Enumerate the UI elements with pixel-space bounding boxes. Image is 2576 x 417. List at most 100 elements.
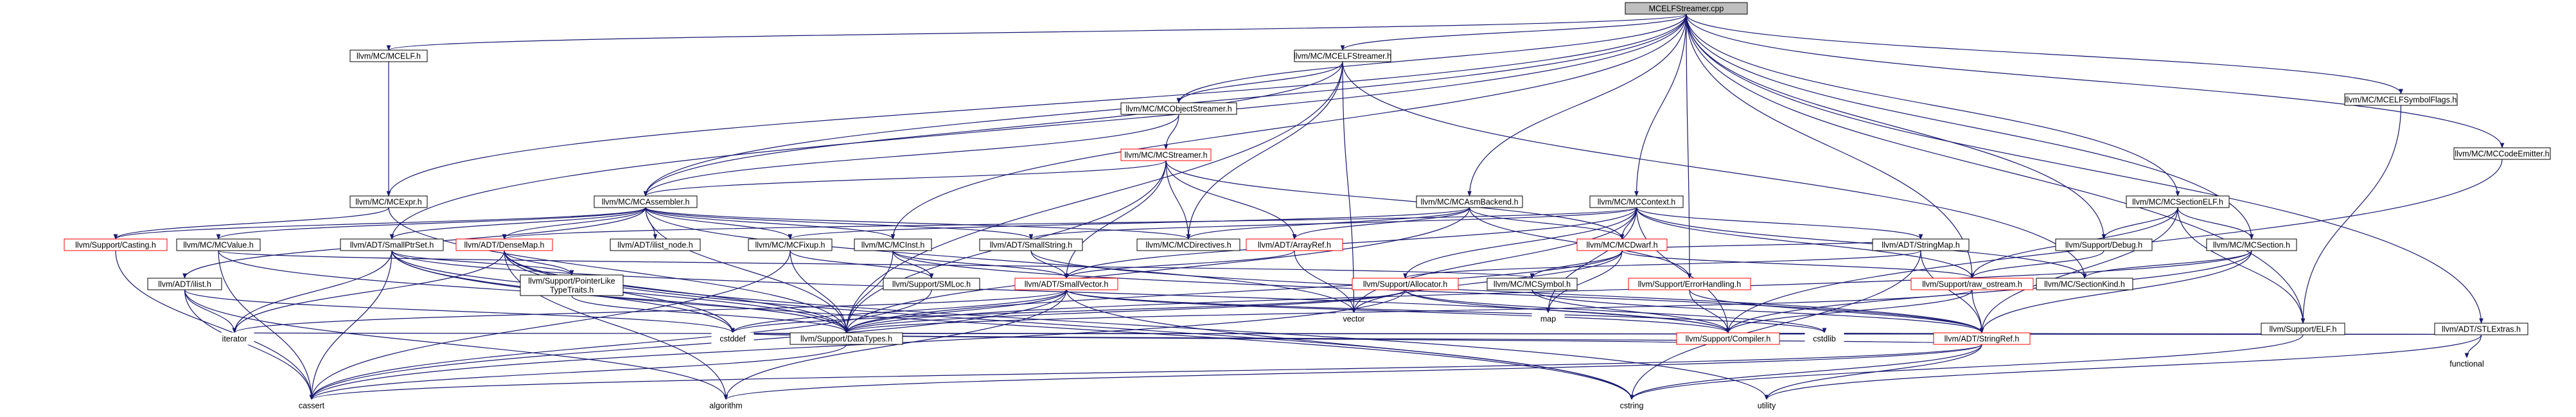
node-iterator[interactable]: iterator	[215, 332, 254, 345]
edge-llvm-mc-mcasmbackend-h-to-llvm-mc-mcfixup-h	[788, 207, 1470, 240]
edge-llvm-mc-mcdwarf-h-to-map	[1546, 250, 1623, 314]
node-label: llvm/ADT/SmallPtrSet.h	[350, 241, 434, 250]
node-label: llvm/ADT/ilist.h	[158, 280, 211, 289]
node-llvm-mc-mcvalue-h[interactable]: llvm/MC/MCValue.h	[176, 238, 261, 251]
node-llvm-support-smloc-h[interactable]: llvm/Support/SMLoc.h	[883, 278, 980, 290]
edge-llvm-mc-mcsymbol-h-to-llvm-support-compiler-h	[1531, 289, 1731, 333]
edge-mcelfstreamer-cpp-to-llvm-support-errorhandling-h	[1686, 13, 1692, 279]
node-llvm-mc-mcasmbackend-h[interactable]: llvm/MC/MCAsmBackend.h	[1416, 195, 1523, 208]
edge-llvm-mc-mccontext-h-to-llvm-adt-densemap-h	[502, 207, 1637, 240]
node-llvm-adt-stlextras-h[interactable]: llvm/ADT/STLExtras.h	[2434, 323, 2528, 335]
node-label: llvm/ADT/ilist_node.h	[617, 241, 693, 250]
node-label: llvm/MC/MCInst.h	[861, 241, 925, 250]
node-label: llvm/MC/MCDirectives.h	[1145, 241, 1231, 250]
node-box	[1910, 278, 2034, 290]
node-mcelfstreamer-cpp[interactable]: MCELFStreamer.cpp	[1625, 2, 1748, 15]
edge-llvm-adt-smallvector-h-to-iterator	[232, 289, 1067, 333]
node-box	[1872, 238, 1970, 251]
node-llvm-adt-smallvector-h[interactable]: llvm/ADT/SmallVector.h	[1014, 278, 1118, 290]
node-algorithm[interactable]: algorithm	[703, 399, 749, 412]
node-box	[2344, 93, 2458, 106]
node-box	[2055, 238, 2153, 251]
node-llvm-adt-stringref-h[interactable]: llvm/ADT/StringRef.h	[1933, 332, 2031, 345]
node-label: llvm/MC/MCSection.h	[2213, 241, 2290, 250]
node-llvm-support-debug-h[interactable]: llvm/Support/Debug.h	[2055, 238, 2153, 251]
node-llvm-support-datatypes-h[interactable]: llvm/Support/DataTypes.h	[790, 332, 903, 345]
node-llvm-adt-smallstring-h[interactable]: llvm/ADT/SmallString.h	[979, 238, 1083, 251]
node-llvm-mc-mcsymbol-h[interactable]: llvm/MC/MCSymbol.h	[1486, 278, 1578, 290]
node-box	[1747, 399, 1786, 412]
node-utility[interactable]: utility	[1747, 399, 1786, 412]
node-llvm-mc-mcobjectstreamer-h[interactable]: llvm/MC/MCObjectStreamer.h	[1120, 102, 1237, 115]
node-llvm-adt-ilist-node-h[interactable]: llvm/ADT/ilist_node.h	[610, 238, 701, 251]
edge-llvm-adt-stringref-h-to-cstring	[1629, 344, 1982, 400]
edge-llvm-adt-stlextras-h-to-utility	[1764, 334, 2482, 400]
node-llvm-mc-mcelf-h[interactable]: llvm/MC/MCELF.h	[349, 49, 428, 62]
edge-llvm-adt-stringmap-h-to-cstring	[1629, 250, 1921, 400]
node-llvm-adt-smallptrset-h[interactable]: llvm/ADT/SmallPtrSet.h	[340, 238, 444, 251]
node-llvm-mc-mcfixup-h[interactable]: llvm/MC/MCFixup.h	[748, 238, 833, 251]
node-label: llvm/ADT/StringRef.h	[1945, 335, 2020, 344]
edge-llvm-mc-mcasmbackend-h-to-llvm-adt-arrayref-h	[1292, 207, 1470, 240]
edge-mcelfstreamer-cpp-to-llvm-mc-mccontext-h	[1634, 13, 1687, 197]
node-cstring[interactable]: cstring	[1612, 399, 1652, 412]
node-label: llvm/MC/MCAssembler.h	[602, 198, 690, 207]
node-label: llvm/MC/MCValue.h	[183, 241, 254, 250]
node-cstdlib[interactable]: cstdlib	[1804, 332, 1844, 345]
node-vector[interactable]: vector	[1336, 312, 1372, 325]
edge-llvm-mc-mccontext-h-to-vector	[1352, 207, 1637, 314]
node-functional[interactable]: functional	[2444, 357, 2490, 370]
node-llvm-support-casting-h[interactable]: llvm/Support/Casting.h	[64, 238, 168, 251]
edge-llvm-support-errorhandling-h-to-llvm-support-compiler-h	[1689, 289, 1731, 333]
edge-llvm-mc-mcassembler-h-to-llvm-adt-smallstring-h	[645, 207, 1034, 240]
node-llvm-mc-sectionkind-h[interactable]: llvm/MC/SectionKind.h	[2036, 278, 2133, 290]
node-cstddef[interactable]: cstddef	[711, 332, 754, 345]
node-llvm-support-errorhandling-h[interactable]: llvm/Support/ErrorHandling.h	[1628, 278, 1751, 290]
edge-llvm-mc-mcasmbackend-h-to-llvm-mc-mcdwarf-h	[1469, 207, 1625, 240]
node-llvm-support-compiler-h[interactable]: llvm/Support/Compiler.h	[1676, 332, 1780, 345]
edge-llvm-adt-ilist-h-to-algorithm	[184, 289, 728, 400]
node-map[interactable]: map	[1531, 312, 1565, 325]
node-llvm-mc-mcexpr-h[interactable]: llvm/MC/MCExpr.h	[349, 195, 428, 208]
node-llvm-mc-mcelfstreamer-h[interactable]: llvm/MC/MCELFStreamer.h	[1294, 49, 1391, 62]
edge-mcelfstreamer-cpp-to-llvm-mc-mcelfstreamer-h	[1340, 13, 1687, 51]
node-label: llvm/ADT/STLExtras.h	[2442, 325, 2521, 334]
node-label: llvm/MC/MCStreamer.h	[1124, 151, 1207, 160]
node-box	[1014, 278, 1118, 290]
node-box	[1136, 238, 1240, 251]
node-box	[594, 195, 698, 208]
node-llvm-mc-mccodeemitter-h[interactable]: llvm/MC/MCCodeEmitter.h	[2453, 147, 2551, 160]
node-llvm-support-elf-h[interactable]: llvm/Support/ELF.h	[2261, 323, 2345, 335]
edge-llvm-mc-mcsection-h-to-llvm-support-datatypes-h	[844, 250, 2252, 333]
node-llvm-mc-mcassembler-h[interactable]: llvm/MC/MCAssembler.h	[594, 195, 698, 208]
node-llvm-mc-mcdirectives-h[interactable]: llvm/MC/MCDirectives.h	[1136, 238, 1240, 251]
node-llvm-mc-mcsection-h[interactable]: llvm/MC/MCSection.h	[2206, 238, 2297, 251]
edge-llvm-adt-smallptrset-h-to-cassert	[309, 250, 393, 400]
node-llvm-adt-stringmap-h[interactable]: llvm/ADT/StringMap.h	[1872, 238, 1970, 251]
node-llvm-support-raw-ostream-h[interactable]: llvm/Support/raw_ostream.h	[1910, 278, 2034, 290]
edge-llvm-mc-mccontext-h-to-llvm-adt-smallvector-h	[1064, 207, 1637, 279]
node-llvm-mc-mcsectionelf-h[interactable]: llvm/MC/MCSectionELF.h	[2126, 195, 2230, 208]
edge-llvm-mc-mcasmbackend-h-to-llvm-support-datatypes-h	[844, 207, 1470, 333]
node-llvm-mc-mcdwarf-h[interactable]: llvm/MC/MCDwarf.h	[1576, 238, 1668, 251]
node-label: llvm/Support/raw_ostream.h	[1922, 280, 2022, 289]
edge-llvm-adt-smallvector-h-to-cstring	[1066, 289, 1634, 400]
node-label: llvm/Support/ErrorHandling.h	[1638, 280, 1742, 289]
edge-llvm-mc-mcsectionelf-h-to-llvm-mc-mcsection-h	[2177, 207, 2254, 240]
node-llvm-mc-mcstreamer-h[interactable]: llvm/MC/MCStreamer.h	[1120, 148, 1212, 161]
node-llvm-adt-densemap-h[interactable]: llvm/ADT/DenseMap.h	[455, 238, 553, 251]
node-llvm-adt-arrayref-h[interactable]: llvm/ADT/ArrayRef.h	[1246, 238, 1343, 251]
node-box	[2126, 195, 2230, 208]
node-llvm-mc-mcinst-h[interactable]: llvm/MC/MCInst.h	[854, 238, 932, 251]
node-llvm-mc-mcelfsymbolflags-h[interactable]: llvm/MC/MCELFSymbolFlags.h	[2344, 93, 2458, 106]
node-box	[1612, 399, 1652, 412]
edge-llvm-mc-mccontext-h-to-llvm-adt-stringmap-h	[1636, 207, 1923, 240]
edge-mcelfstreamer-cpp-to-llvm-mc-mcinst-h	[890, 13, 1687, 240]
node-llvm-mc-mccontext-h[interactable]: llvm/MC/MCContext.h	[1589, 195, 1684, 208]
node-llvm-adt-ilist-h[interactable]: llvm/ADT/ilist.h	[147, 278, 222, 290]
edge-llvm-adt-stringref-h-to-cstddef	[731, 332, 1982, 345]
node-cassert[interactable]: cassert	[292, 399, 331, 412]
node-llvm-support-allocator-h[interactable]: llvm/Support/Allocator.h	[1352, 278, 1459, 290]
node-label: llvm/MC/MCAsmBackend.h	[1420, 198, 1518, 207]
